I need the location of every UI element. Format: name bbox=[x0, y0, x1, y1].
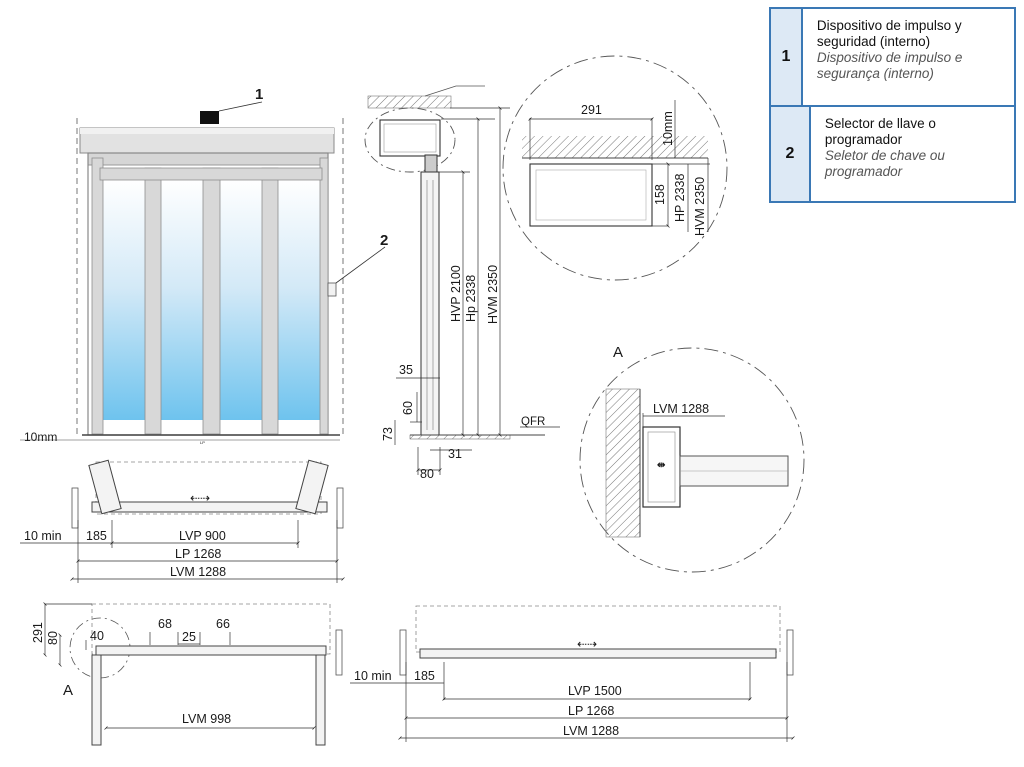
lp-marker: LP bbox=[200, 440, 205, 445]
ten-min-label: 10 min bbox=[24, 529, 62, 543]
legend-description: Selector de llave o programador Seletor … bbox=[811, 107, 1014, 201]
plan-view-2: 291 80 40 68 25 66 A LVM 998 bbox=[31, 602, 343, 746]
dim-35: 35 bbox=[399, 363, 413, 377]
front-view: 1 2 10mm LP bbox=[20, 86, 388, 445]
lvp-label: LVP 900 bbox=[179, 529, 226, 543]
glass-leaf bbox=[220, 180, 262, 420]
lp-label: LP 1268 bbox=[568, 704, 614, 718]
legend-row: 1 Dispositivo de impulso y seguridad (in… bbox=[771, 9, 1014, 107]
dim-73: 73 bbox=[381, 427, 395, 441]
legend-pt: Dispositivo de impulso e segurança (inte… bbox=[816, 50, 963, 81]
dim-185: 185 bbox=[414, 669, 435, 683]
height-158: 158 bbox=[653, 184, 667, 205]
sliding-arrows-icon: ⇠⇢ bbox=[577, 637, 597, 651]
dim-25: 25 bbox=[182, 630, 196, 644]
hvm-label: HVM 2350 bbox=[486, 265, 500, 324]
legend-pt: Seletor de chave ou programador bbox=[824, 148, 945, 179]
dim-40: 40 bbox=[90, 629, 104, 643]
width-291: 291 bbox=[581, 103, 602, 117]
lvm-label: LVM 1288 bbox=[170, 565, 226, 579]
key-selector-icon bbox=[327, 282, 337, 297]
detail-a: A ⇹ LVM 1288 bbox=[579, 344, 805, 573]
header-detail: 291 10mm 158 HP 2338 HVM 2350 bbox=[502, 55, 728, 281]
glass-leaf bbox=[278, 180, 320, 420]
lvp-label: LVP 1500 bbox=[568, 684, 622, 698]
callout-1: 1 bbox=[255, 86, 263, 103]
dim-291: 291 bbox=[31, 622, 45, 643]
hvp-label: HVP 2100 bbox=[449, 265, 463, 322]
plan-view-1: ⇠⇢ 10 min 185 LVP 900 LP 1268 LVM 1288 bbox=[20, 459, 345, 583]
hvm-label: HVM 2350 bbox=[693, 177, 707, 236]
ten-min-label: 10 min bbox=[354, 669, 392, 683]
legend-number: 1 bbox=[771, 9, 803, 105]
legend-es: Dispositivo de impulso y seguridad (inte… bbox=[816, 18, 962, 49]
legend-description: Dispositivo de impulso y seguridad (inte… bbox=[803, 9, 1014, 105]
dim-66: 66 bbox=[216, 617, 230, 631]
glass-leaf bbox=[161, 180, 203, 420]
glass-leaf bbox=[103, 180, 145, 420]
hp-label: HP 2338 bbox=[673, 174, 687, 222]
sliding-arrows-icon: ⇠⇢ bbox=[190, 491, 210, 505]
lvm-label: LVM 998 bbox=[182, 712, 231, 726]
dim-31: 31 bbox=[448, 447, 462, 461]
dim-60: 60 bbox=[401, 401, 415, 415]
legend-number: 2 bbox=[771, 107, 811, 201]
section-view: HVP 2100 Hp 2338 HVM 2350 35 60 73 31 80… bbox=[364, 85, 560, 481]
arrows-icon: ⇹ bbox=[657, 460, 666, 471]
gap-10mm: 10mm bbox=[661, 111, 675, 146]
dim-80: 80 bbox=[46, 631, 60, 645]
callout-2: 2 bbox=[380, 232, 388, 249]
legend-row: 2 Selector de llave o programador Seleto… bbox=[771, 107, 1014, 201]
detail-a-marker: A bbox=[63, 682, 73, 699]
dim-80: 80 bbox=[420, 467, 434, 481]
floor-gap-label: 10mm bbox=[24, 430, 57, 444]
dim-68: 68 bbox=[158, 617, 172, 631]
dim-185: 185 bbox=[86, 529, 107, 543]
lp-label: LP 1268 bbox=[175, 547, 221, 561]
qfr-label: QFR bbox=[521, 416, 545, 428]
hp-label: Hp 2338 bbox=[464, 275, 478, 322]
plan-view-3: ⇠⇢ 10 min 185 LVP 1500 LP 1268 LVM 1288 bbox=[350, 605, 795, 742]
legend-es: Selector de llave o programador bbox=[824, 116, 936, 147]
legend-table: 1 Dispositivo de impulso y seguridad (in… bbox=[769, 7, 1016, 203]
impulse-device-icon bbox=[200, 111, 219, 124]
detail-a-label: A bbox=[613, 344, 623, 361]
detail-a-lvm: LVM 1288 bbox=[653, 402, 709, 416]
lvm-label: LVM 1288 bbox=[563, 724, 619, 738]
